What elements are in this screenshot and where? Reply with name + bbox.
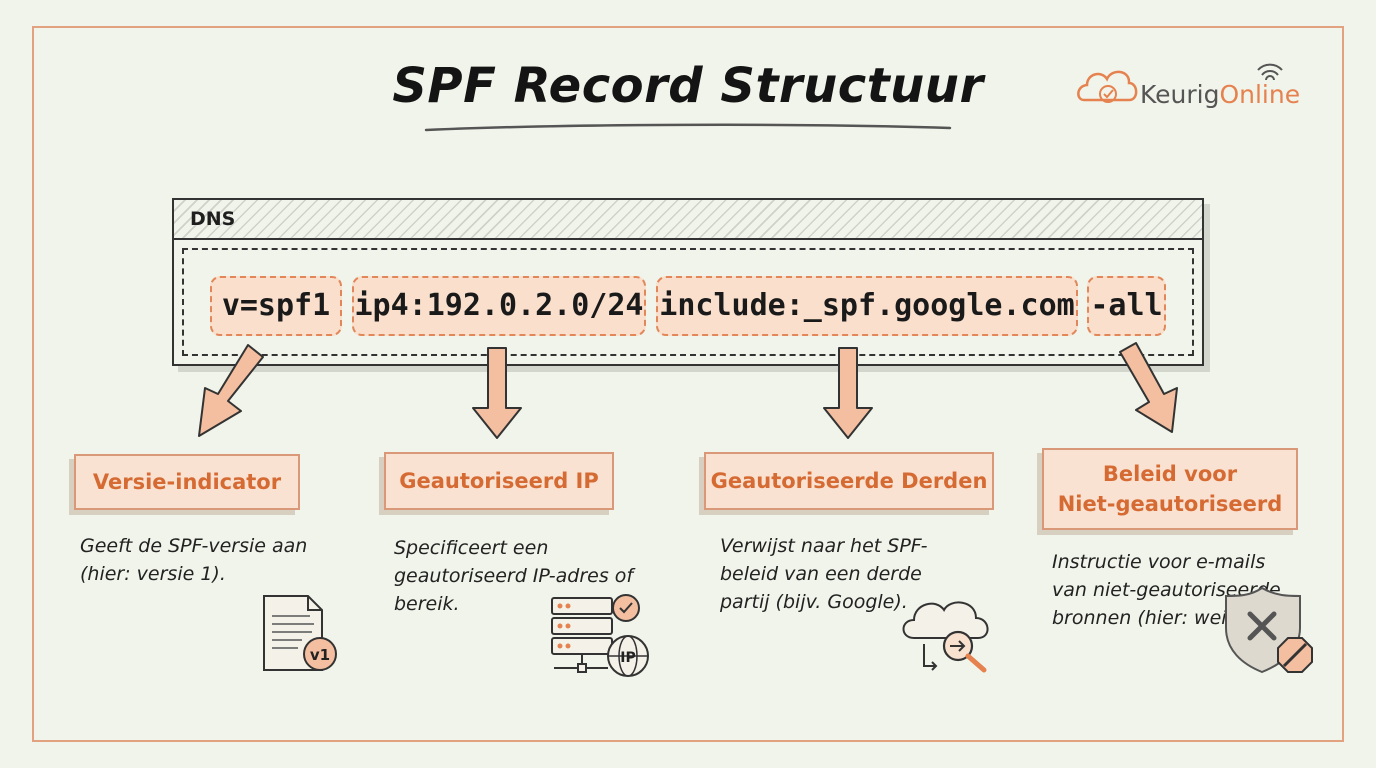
title-underline [424,123,952,132]
desc-authorized-ip: Specificeert een geautoriseerd IP-adres … [394,537,634,615]
label-authorized-third-parties: Geautoriseerde Derden [704,452,994,510]
server-ip-icon: IP [551,594,649,677]
arrow-version [198,344,264,437]
label-unauthorized-policy-line1: Beleid voor [1102,462,1238,486]
document-v1-icon: v1 [263,595,337,671]
dns-label: DNS [190,208,236,230]
logo-name-part1: Keurig [1140,80,1220,109]
desc-version-indicator: Geeft de SPF-versie aan (hier: versie 1)… [80,535,308,585]
dns-record-field [182,248,1194,356]
label-unauthorized-policy-line2: Niet-geautoriseerd [1057,492,1283,516]
label-authorized-ip: Geautoriseerd IP [384,452,614,510]
arrow-include [823,347,873,439]
token-include: include:_spf.google.com [656,276,1078,336]
token-all: -all [1087,276,1166,336]
document-v1-label: v1 [310,646,330,664]
dns-panel-header: DNS [174,200,1202,240]
keurigonline-logo: KeurigOnline [1074,52,1324,122]
desc-authorized-third-parties: Verwijst naar het SPF-beleid van een der… [720,535,928,613]
server-ip-label: IP [620,650,635,666]
logo-wordmark: KeurigOnline [1140,80,1300,109]
token-ip4: ip4:192.0.2.0/24 [352,276,646,336]
cloud-search-icon [902,601,989,673]
label-version-indicator: Versie-indicator [74,454,300,510]
arrow-ip [472,347,522,439]
arrow-all [1119,342,1178,433]
page-title: SPF Record Structuur [392,58,984,114]
logo-name-part2: Online [1219,80,1301,109]
shield-block-icon [1225,586,1313,674]
label-unauthorized-policy: Beleid voor Niet-geautoriseerd [1042,448,1298,530]
diagram-frame [32,26,1344,742]
token-version: v=spf1 [210,276,342,336]
cloud-wifi-logo-icon [1077,63,1283,103]
